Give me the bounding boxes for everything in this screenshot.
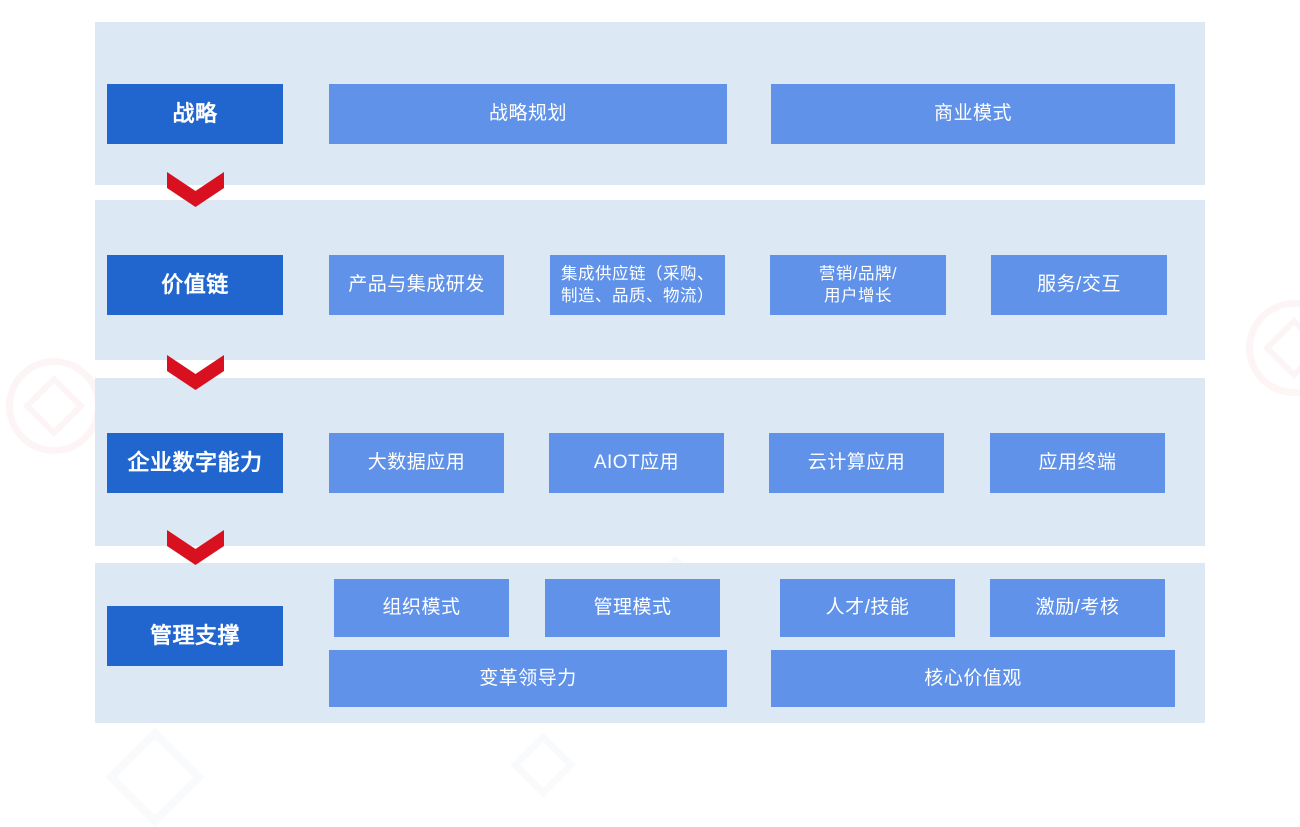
layer-item-change-leadership[interactable]: 变革领导力 [329, 650, 727, 707]
layer-item-cloud-computing[interactable]: 云计算应用 [769, 433, 944, 493]
layer-label-digital-capability[interactable]: 企业数字能力 [107, 433, 283, 493]
layer-item-organization-model[interactable]: 组织模式 [334, 579, 509, 637]
watermark-ring-icon [6, 358, 102, 454]
arrow-digital-capability-to-management-support-icon [167, 530, 224, 565]
layer-item-incentive-assessment[interactable]: 激励/考核 [990, 579, 1165, 637]
layer-label-management-support[interactable]: 管理支撑 [107, 606, 283, 666]
layer-item-integrated-supply-chain[interactable]: 集成供应链（采购、 制造、品质、物流） [550, 255, 725, 315]
layer-item-management-model[interactable]: 管理模式 [545, 579, 720, 637]
watermark-ring-icon [1246, 300, 1300, 396]
layer-label-strategy[interactable]: 战略 [107, 84, 283, 144]
framework-diagram: 战略 战略规划 商业模式 价值链 产品与集成研发 集成供应链（采购、 制造、品质… [0, 0, 1300, 777]
layer-item-talent-skills[interactable]: 人才/技能 [780, 579, 955, 637]
layer-item-strategy-planning[interactable]: 战略规划 [329, 84, 727, 144]
arrow-value-chain-to-digital-capability-icon [167, 355, 224, 390]
layer-item-service-interaction[interactable]: 服务/交互 [991, 255, 1167, 315]
layer-label-value-chain[interactable]: 价值链 [107, 255, 283, 315]
layer-item-big-data[interactable]: 大数据应用 [329, 433, 504, 493]
layer-item-core-values[interactable]: 核心价值观 [771, 650, 1175, 707]
layer-item-application-terminal[interactable]: 应用终端 [990, 433, 1165, 493]
layer-item-business-model[interactable]: 商业模式 [771, 84, 1175, 144]
arrow-strategy-to-value-chain-icon [167, 172, 224, 207]
watermark-diamond-icon [105, 727, 205, 827]
watermark-diamond-icon [510, 732, 576, 798]
layer-item-aiot[interactable]: AIOT应用 [549, 433, 724, 493]
layer-item-marketing-brand-growth[interactable]: 营销/品牌/ 用户增长 [770, 255, 946, 315]
layer-item-product-rd[interactable]: 产品与集成研发 [329, 255, 504, 315]
